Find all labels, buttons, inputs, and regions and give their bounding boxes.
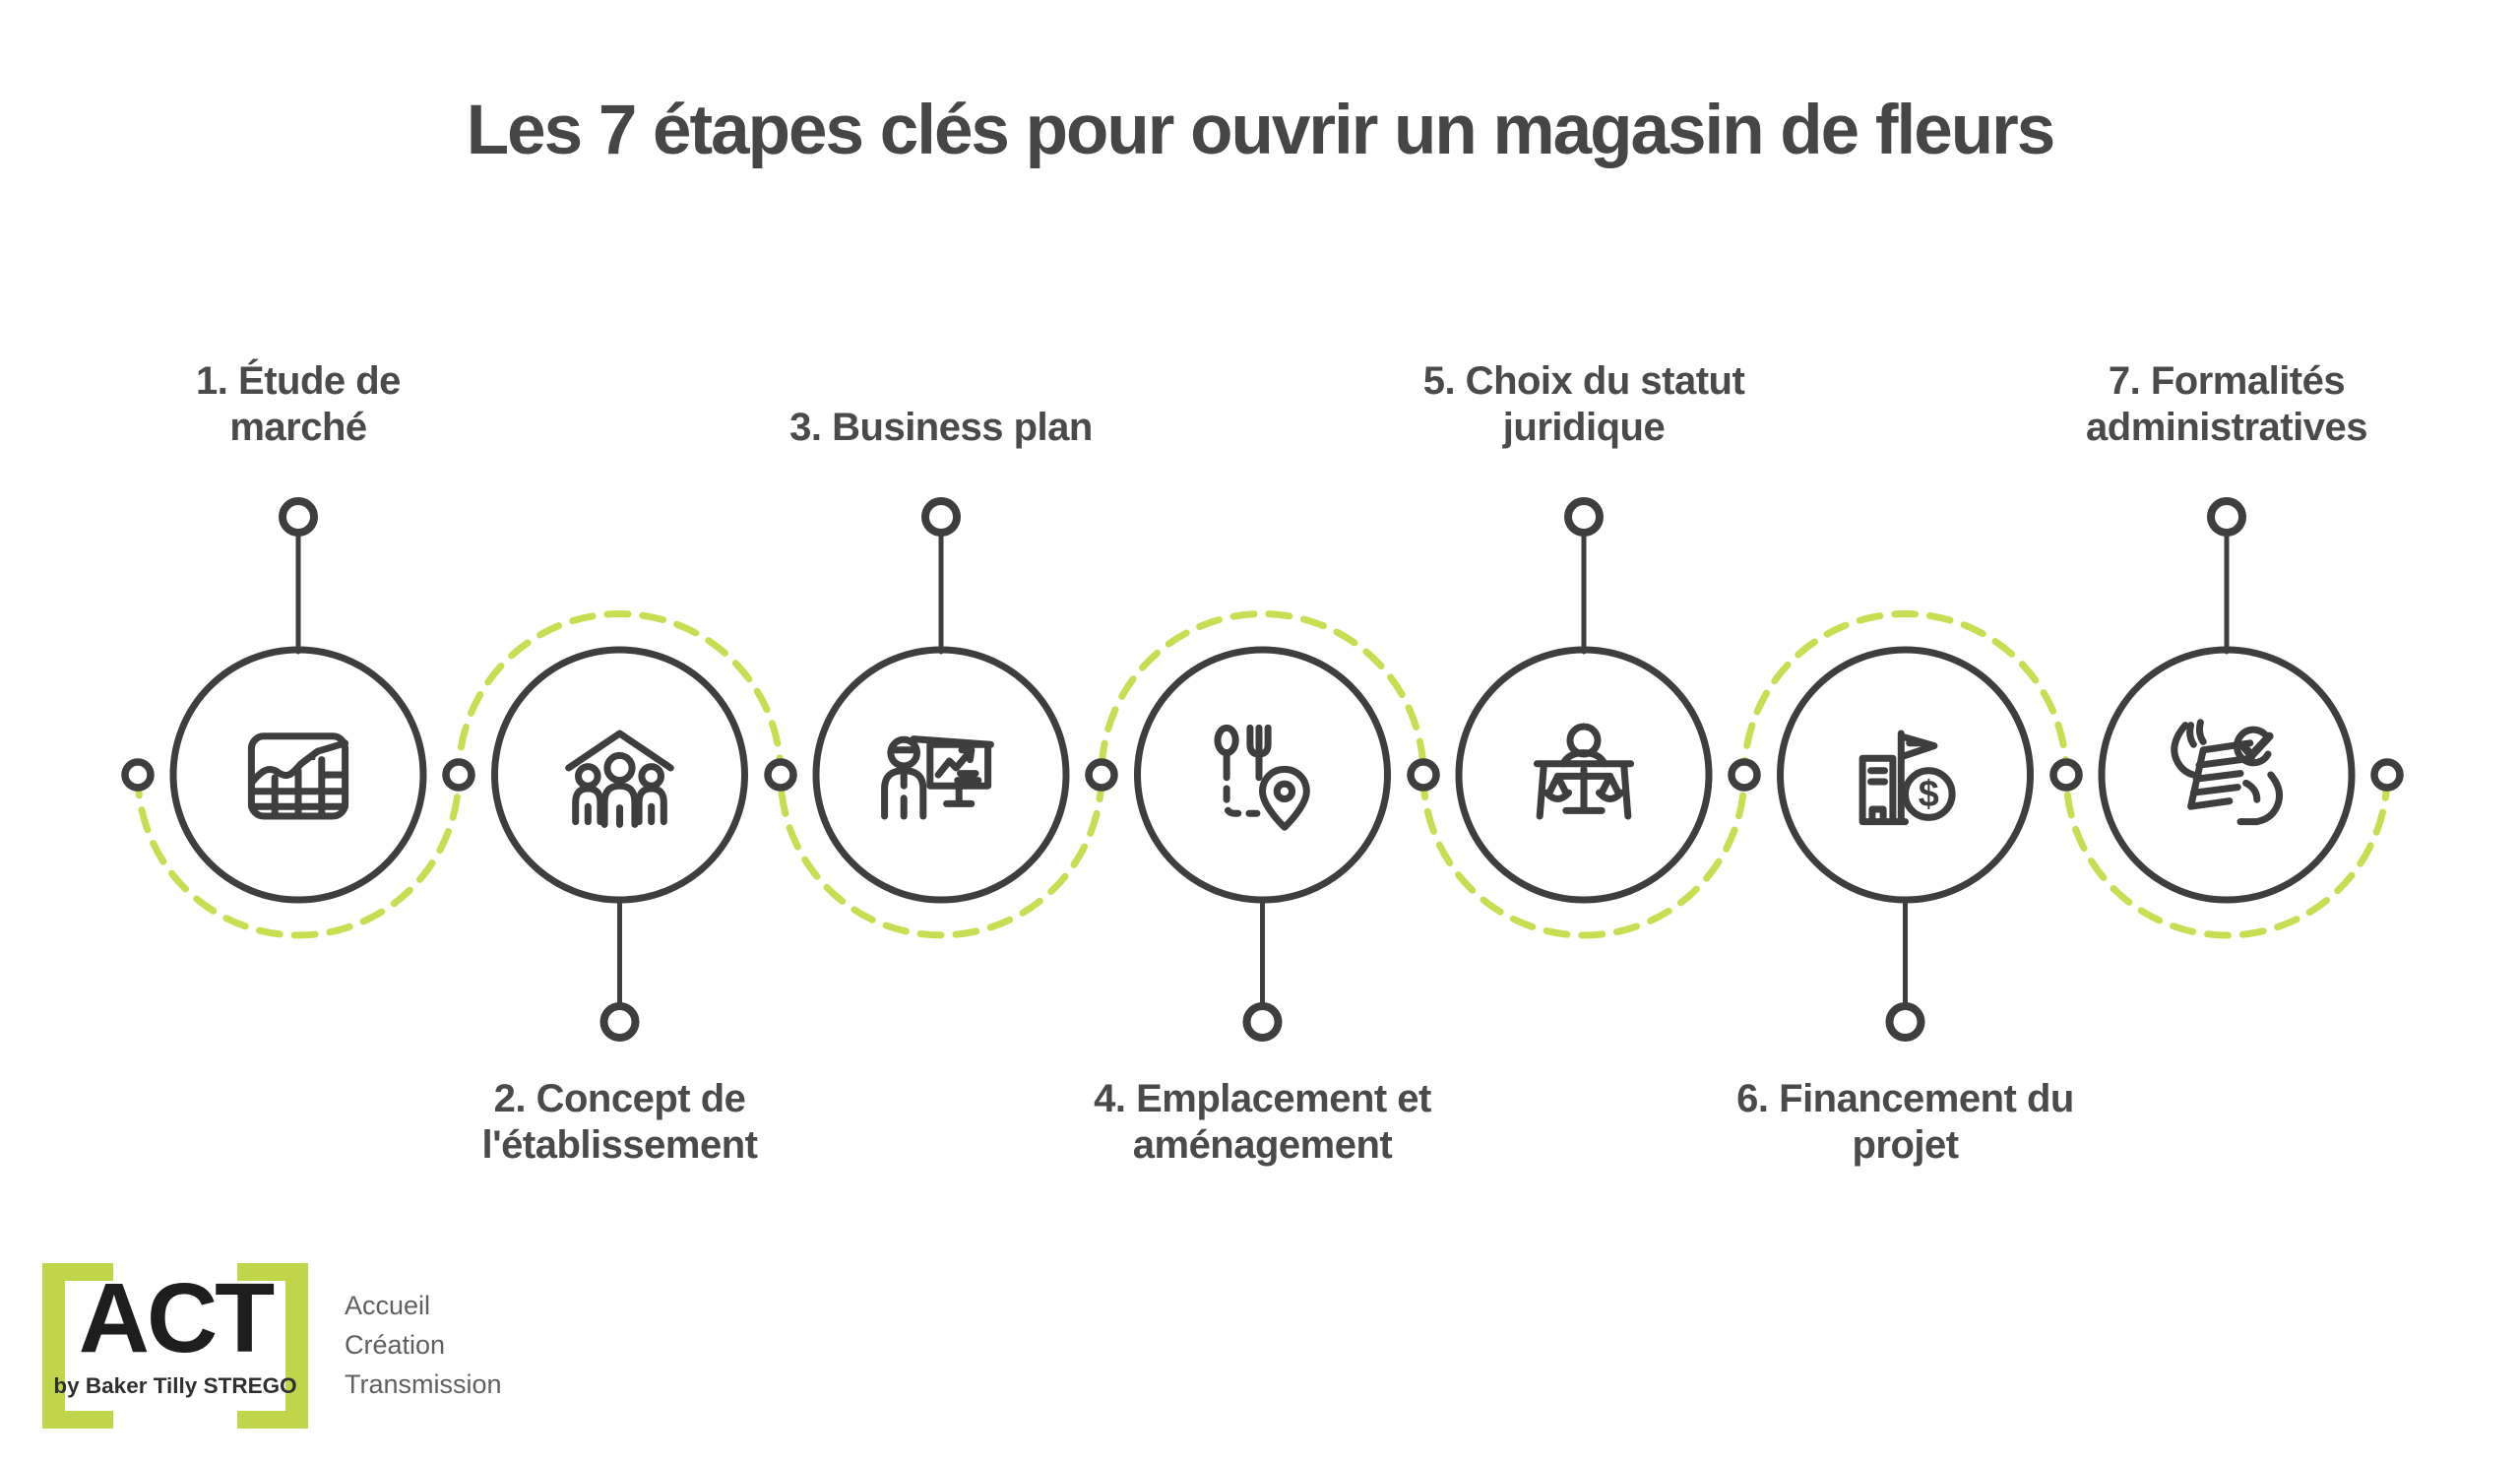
dollar-symbol: $ bbox=[1919, 774, 1939, 815]
cutlery-map-pin-icon bbox=[1214, 724, 1310, 831]
step-3-label: 3. Business plan bbox=[789, 406, 1093, 449]
tagline-line-2: Création bbox=[345, 1330, 446, 1360]
step-2-label: 2. Concept de l'établissement bbox=[481, 1077, 758, 1167]
page-title: Les 7 étapes clés pour ouvrir un magasin… bbox=[466, 92, 2055, 169]
label-stems bbox=[279, 497, 2246, 1042]
act-logo: ACT by Baker Tilly STREGO bbox=[42, 1263, 308, 1429]
logo-wordmark: ACT bbox=[78, 1263, 276, 1373]
step-6-circle bbox=[1777, 646, 2034, 904]
connector-dots bbox=[121, 758, 2404, 792]
step-4-label: 4. Emplacement et aménagement bbox=[1094, 1077, 1431, 1167]
building-dollar-coin-icon: $ bbox=[1858, 730, 1956, 826]
market-chart-icon bbox=[247, 732, 349, 820]
step-1-label: 1. Étude de marché bbox=[196, 359, 401, 449]
family-under-roof-icon bbox=[565, 730, 674, 828]
tagline-line-1: Accueil bbox=[345, 1291, 431, 1320]
logo-right-bracket-icon bbox=[237, 1263, 308, 1429]
hands-document-check-icon bbox=[2171, 719, 2284, 826]
dashed-connector-path bbox=[134, 610, 2391, 939]
step-5-label: 5. Choix du statut juridique bbox=[1422, 359, 1745, 449]
tagline-line-3: Transmission bbox=[345, 1369, 502, 1399]
step-2-circle bbox=[491, 646, 748, 904]
step-7-label: 7. Formalités administratives bbox=[2086, 359, 2367, 449]
presentation-board-icon bbox=[881, 735, 994, 820]
logo-left-bracket-icon bbox=[42, 1263, 113, 1429]
logo-byline: by Baker Tilly STREGO bbox=[53, 1373, 297, 1398]
logo-tagline: Accueil Création Transmission bbox=[345, 1286, 502, 1404]
justice-scales-desk-icon bbox=[1533, 723, 1635, 820]
step-6-label: 6. Financement du projet bbox=[1736, 1077, 2074, 1167]
